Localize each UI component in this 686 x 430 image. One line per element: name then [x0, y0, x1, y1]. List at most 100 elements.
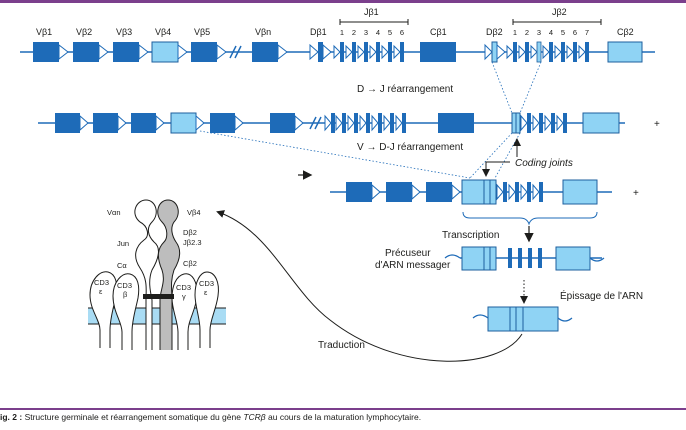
jb2-label: Jβ2: [552, 7, 567, 17]
vb2-label: Vβ2: [76, 27, 92, 37]
v-segment: [270, 113, 295, 133]
j-exon: [538, 248, 542, 268]
precursor-label-1: Précuseur: [385, 248, 431, 259]
translation-label: Traduction: [318, 340, 365, 351]
rss-triangle: [155, 114, 165, 132]
cb2-receptor-label: Cβ2: [183, 259, 197, 268]
vb1-label: Vβ1: [36, 27, 52, 37]
rss-triangle: [309, 43, 319, 61]
rss-triangle: [277, 43, 288, 61]
cd3-label: CD3: [117, 281, 132, 290]
cd3-subunit-label: γ: [182, 292, 186, 301]
rss-triangle: [117, 114, 127, 132]
vb4-label: Vβ4: [155, 27, 171, 37]
vb3-segment: [113, 42, 139, 62]
j-number-label: 5: [388, 28, 392, 37]
coding-joints-arrow-down: [482, 161, 510, 177]
van-label: Vαn: [107, 208, 121, 217]
db1-segment: [318, 42, 323, 62]
cb1-segment: [420, 42, 456, 62]
cd3-beta-left: [112, 273, 140, 350]
figure-caption: ig. 2 : Structure germinale et réarrange…: [0, 412, 686, 430]
j-number-label: 1: [513, 28, 517, 37]
j-number-label: 6: [400, 28, 404, 37]
rss-triangle: [294, 114, 304, 132]
row3-j-cluster: [496, 182, 543, 202]
vb1-segment: [33, 42, 59, 62]
disulfide-bond: [143, 294, 174, 299]
break-mark: [234, 45, 242, 59]
j-exon: [518, 248, 522, 268]
j-number-label: 4: [376, 28, 380, 37]
dj-step-label: D → J réarrangement: [357, 84, 453, 95]
cd3-label: CD3: [94, 278, 109, 287]
vdj-step-label: V → D-J réarrangement: [357, 142, 463, 153]
vb4-receptor-label: Vβ4: [187, 208, 201, 217]
row2-dj1-cluster: [324, 113, 406, 133]
tcr-alpha-chain: [134, 199, 159, 350]
pre-mrna: Précuseur d'ARN messager: [375, 246, 605, 271]
cd3-gamma-right: [171, 273, 198, 350]
rss-triangle: [58, 43, 69, 61]
plus-sign: +: [654, 119, 660, 130]
vb3-label: Vβ3: [116, 27, 132, 37]
j-number-label: 6: [573, 28, 577, 37]
caption-divider: [0, 408, 686, 410]
vbn-label: Vβn: [255, 27, 271, 37]
rss-triangle: [411, 183, 421, 201]
dj-rearranged-row: D → J réarrangement: [38, 84, 660, 134]
caption-text-1: Structure germinale et réarrangement som…: [22, 412, 244, 422]
transcription-label: Transcription: [442, 230, 499, 241]
cd3-subunit-label: ε: [99, 287, 103, 296]
rss-triangle: [371, 183, 381, 201]
cb2-segment: [607, 41, 643, 63]
row2-dj2-cluster: [511, 112, 567, 134]
coding-joints-label: Coding joints: [515, 158, 573, 169]
rss-triangle: [234, 114, 244, 132]
jb1-cluster: [333, 42, 404, 62]
mrna-tail: [589, 257, 605, 262]
j-exon: [508, 248, 512, 268]
cb2-label: Cβ2: [617, 27, 634, 37]
j-number-label: 2: [352, 28, 356, 37]
rss-triangle: [79, 114, 89, 132]
cb2-segment: [582, 112, 620, 134]
j-number-label: 4: [549, 28, 553, 37]
break-mark: [229, 45, 237, 59]
ca-label: Cα: [117, 261, 127, 270]
jun-label: Jun: [117, 239, 129, 248]
splicing-label: Épissage de l'ARN: [560, 289, 643, 302]
plus-sign: +: [633, 188, 639, 199]
jb1-label: Jβ1: [364, 7, 379, 17]
caption-prefix: ig. 2 :: [0, 412, 23, 422]
vdj-rearranged-row: +: [298, 170, 639, 226]
j-number-label: 1: [340, 28, 344, 37]
cb1-segment: [438, 113, 474, 133]
rss-triangle: [177, 43, 188, 61]
top-border: [0, 0, 686, 3]
caption-gene: TCRβ: [243, 412, 266, 422]
dotted-guides: [199, 61, 542, 179]
db2-receptor-label: Dβ2: [183, 228, 197, 237]
mrna-tail: [557, 317, 573, 322]
vdj-exon: [461, 179, 497, 205]
cd3-subunit-label: ε: [204, 288, 208, 297]
j-number-label: 3: [364, 28, 368, 37]
transcription-brace: [462, 211, 598, 226]
tcr-complex: Vαn Vβ4 Jun Dβ2 Jβ2.3 Cα Cβ2 CD3 ε CD3 β…: [88, 199, 226, 350]
vb5-label: Vβ5: [194, 27, 210, 37]
cd3-epsilon-right: [194, 271, 219, 348]
db2-segment: [491, 41, 498, 63]
translation-arrow: [216, 210, 523, 362]
v-segment: [210, 113, 235, 133]
jb2-cluster: [506, 41, 589, 63]
j-number-label: 3: [537, 28, 541, 37]
v-segment: [131, 113, 156, 133]
j-number-label: 5: [561, 28, 565, 37]
precursor-label-2: d'ARN messager: [375, 260, 451, 271]
v-segment: [426, 182, 452, 202]
cd3-epsilon-left: [89, 271, 118, 348]
cb1-label: Cβ1: [430, 27, 447, 37]
